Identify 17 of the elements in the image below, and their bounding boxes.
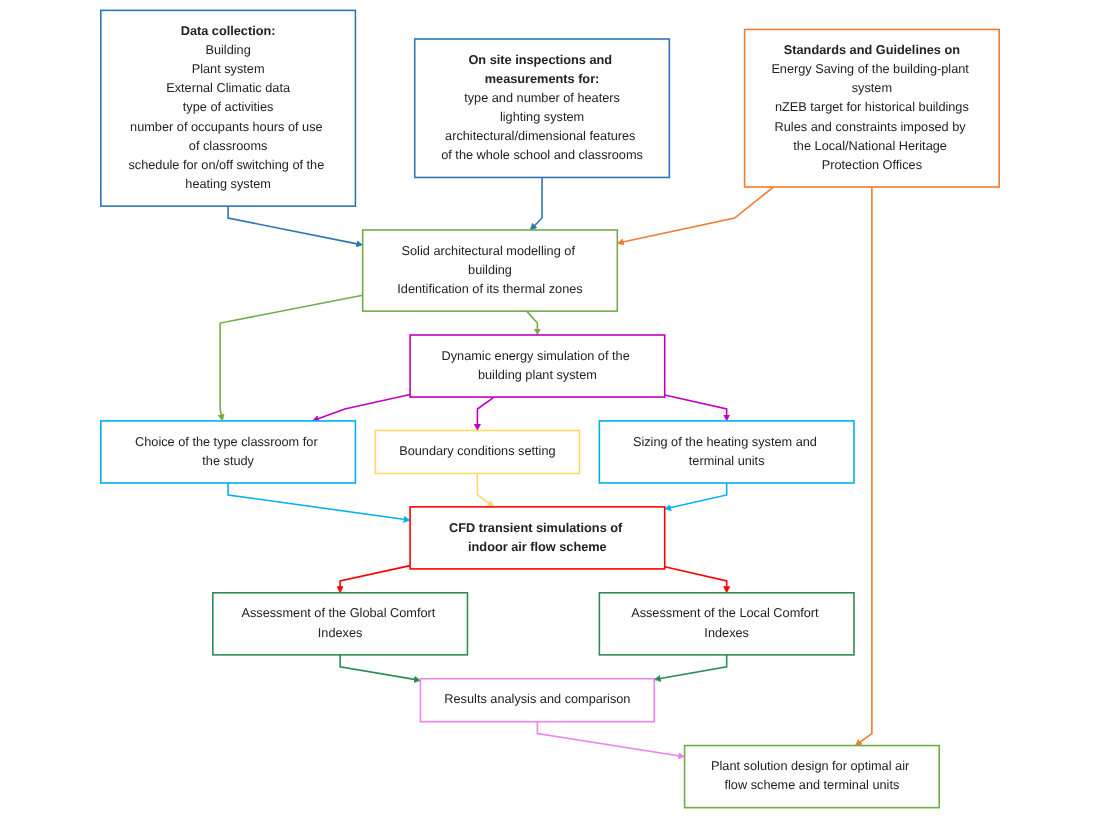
arrow (536, 720, 685, 760)
arrow (525, 310, 541, 336)
arrow (227, 205, 363, 248)
arrow (663, 566, 731, 594)
arrow (663, 394, 731, 422)
arrow (312, 393, 411, 423)
arrow (473, 396, 495, 431)
arrow (654, 654, 728, 682)
arrow (529, 176, 543, 231)
arrow (854, 186, 873, 746)
arrow (339, 654, 421, 683)
arrow (336, 564, 411, 594)
arrow (617, 186, 775, 246)
arrow (664, 482, 728, 511)
arrow (476, 472, 495, 508)
arrow (227, 482, 411, 523)
arrow (217, 294, 364, 422)
